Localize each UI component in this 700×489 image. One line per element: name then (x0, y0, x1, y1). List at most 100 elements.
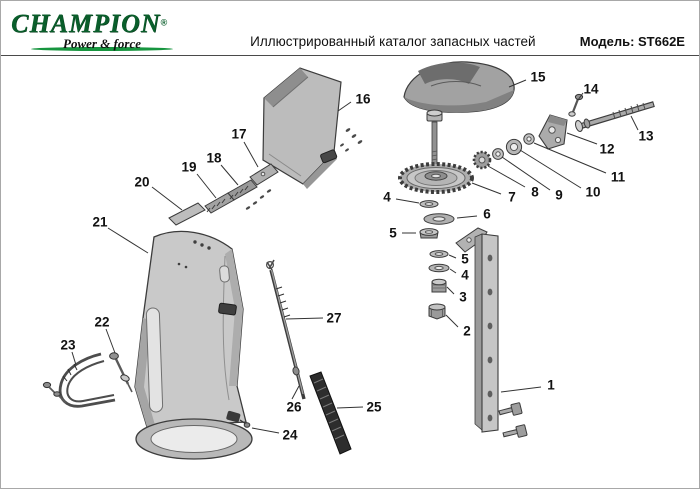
part-9-washer (492, 148, 504, 160)
part-19-rack (204, 192, 235, 214)
small-screws (245, 189, 272, 210)
part-number-6: 6 (483, 207, 491, 222)
part-number-11: 11 (611, 170, 626, 185)
handle-bolts (498, 402, 528, 438)
part-22-screw (109, 352, 133, 393)
part-number-17: 17 (231, 127, 246, 142)
page-title: Иллюстрированный каталог запасных частей (250, 34, 536, 49)
logo-swoosh (31, 47, 173, 51)
part-number-23: 23 (60, 338, 76, 353)
leader-line (71, 351, 77, 366)
leader-line (630, 115, 639, 131)
part-number-20: 20 (134, 175, 149, 190)
part-7-gear (398, 162, 474, 194)
part-number-3: 3 (459, 290, 467, 305)
leader-line (508, 79, 527, 88)
leader-line (471, 182, 502, 195)
leader-line (337, 101, 352, 112)
champion-logo: CHAMPION® Power & force (11, 11, 206, 52)
part-number-22: 22 (94, 315, 109, 330)
part-number-5: 5 (389, 226, 397, 241)
part-number-25: 25 (366, 400, 382, 415)
part-4-washer (419, 200, 439, 208)
leader-line (445, 314, 459, 328)
leader-line (577, 92, 584, 101)
header: CHAMPION® Power & force Иллюстрированный… (1, 1, 699, 56)
chute-screws (340, 128, 363, 152)
leader-line (501, 156, 551, 191)
callout-layer: 1615141312111098717181920465215432272223… (60, 70, 654, 443)
part-2-nut (428, 303, 446, 320)
part-number-13: 13 (638, 129, 654, 144)
part-number-21: 21 (92, 215, 108, 230)
leader-line (243, 141, 259, 168)
part-16-chute (262, 67, 363, 189)
leader-line (336, 406, 364, 409)
part-number-18: 18 (206, 151, 222, 166)
part-24-clip (226, 410, 251, 428)
part-15-belt-cover (403, 61, 515, 113)
part-number-10: 10 (585, 185, 600, 200)
brand-tagline: Power & force (63, 36, 141, 51)
part-number-7: 7 (508, 190, 516, 205)
part-23-wire-frame (42, 352, 116, 408)
leader-line (107, 227, 149, 254)
leader-line (487, 165, 526, 188)
leader-line (395, 198, 420, 204)
part-5b-washer (429, 250, 449, 258)
leader-line (220, 164, 239, 186)
leader-line (449, 268, 457, 274)
part-8-pinion (472, 150, 492, 170)
part-12-bracket (538, 114, 568, 150)
part-20-plate (168, 202, 206, 226)
part-number-12: 12 (599, 142, 614, 157)
part-27-cable-rod (266, 259, 306, 400)
leader-line (519, 149, 582, 189)
part-11-washer (523, 133, 535, 145)
part-number-16: 16 (355, 92, 371, 107)
part-number-24: 24 (282, 428, 298, 443)
part-number-9: 9 (555, 188, 563, 203)
part-number-19: 19 (181, 160, 196, 175)
part-number-4: 4 (461, 268, 469, 283)
part-number-15: 15 (530, 70, 546, 85)
leader-line (105, 328, 116, 354)
model-label: Модель: ST662E (579, 34, 685, 49)
part-number-14: 14 (583, 82, 599, 97)
part-number-8: 8 (531, 185, 539, 200)
gear-bolt (426, 109, 443, 167)
part-18-rack (227, 179, 258, 201)
part-13-long-bolt (575, 101, 655, 132)
part-4b-washer (428, 263, 450, 273)
part-6-washer (423, 213, 455, 225)
leader-line (196, 173, 217, 199)
leader-line (151, 186, 183, 211)
part-10-bearing (505, 138, 523, 156)
part-number-26: 26 (286, 400, 302, 415)
leader-line (566, 132, 598, 145)
part-3-spacer (431, 278, 447, 293)
part-21-side-frame (134, 230, 253, 460)
part-number-4: 4 (383, 190, 391, 205)
leader-line (533, 142, 607, 174)
registered-mark: ® (160, 17, 168, 28)
leader-line (500, 386, 542, 393)
part-number-1: 1 (547, 378, 555, 393)
part-number-5: 5 (461, 252, 469, 267)
part-5-bushing (419, 228, 439, 239)
part-number-2: 2 (463, 324, 471, 339)
leader-line (285, 317, 324, 320)
leader-line (291, 385, 300, 400)
brand-name: CHAMPION (11, 9, 161, 38)
leader-line (448, 254, 457, 259)
parts-diagram: 1615141312111098717181920465215432272223… (42, 61, 655, 460)
part-17-plate (249, 163, 279, 186)
leader-line (456, 215, 478, 219)
leader-line (251, 427, 280, 434)
leader-line (446, 286, 455, 295)
part-number-27: 27 (326, 311, 341, 326)
part-1-handle-bar (455, 227, 499, 433)
part-25-scraper (309, 371, 352, 455)
